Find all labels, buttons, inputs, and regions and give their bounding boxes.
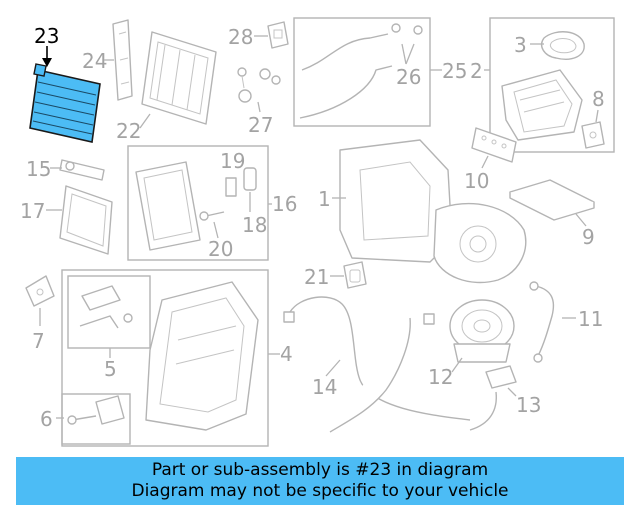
part-12-blower-motor[interactable] — [449, 299, 515, 363]
callout-9: 9 — [582, 225, 595, 249]
leader-9 — [575, 213, 587, 227]
callout-15: 15 — [26, 157, 51, 181]
leader-14 — [325, 359, 341, 377]
leader-12 — [451, 357, 463, 373]
group-box-5 — [67, 275, 151, 349]
part-11-hose[interactable] — [529, 281, 555, 363]
leader-20 — [213, 221, 219, 239]
part-3-gasket[interactable] — [540, 31, 585, 60]
callout-16: 16 — [272, 192, 297, 216]
leader-13 — [507, 387, 517, 397]
part-2-blend-housing[interactable] — [501, 69, 583, 141]
callout-21: 21 — [304, 265, 329, 289]
callout-27: 27 — [248, 113, 273, 137]
callout-14: 14 — [312, 375, 337, 399]
group-box-6 — [61, 393, 131, 445]
part-24-bracket[interactable] — [112, 19, 133, 101]
part-13-resistor[interactable] — [485, 365, 517, 389]
part-14-wiring-harness[interactable] — [283, 296, 497, 433]
callout-12: 12 — [428, 365, 453, 389]
banner-line-1: Part or sub-assembly is #23 in diagram — [151, 460, 489, 480]
part-21-grommet[interactable] — [343, 261, 367, 289]
callout-23: 23 — [34, 24, 59, 48]
callout-11: 11 — [578, 307, 603, 331]
callout-2: 2 — [470, 59, 483, 83]
callout-20: 20 — [208, 237, 233, 261]
part-7-bracket[interactable] — [25, 275, 55, 307]
part-22-evaporator[interactable] — [141, 31, 217, 125]
part-6-actuator[interactable] — [67, 395, 125, 425]
callout-5: 5 — [104, 357, 117, 381]
callout-25: 25 — [442, 59, 467, 83]
callout-22: 22 — [116, 119, 141, 143]
callout-1: 1 — [318, 187, 331, 211]
callout-17: 17 — [20, 199, 45, 223]
leader-27 — [257, 101, 261, 113]
callout-3: 3 — [514, 33, 527, 57]
leader-10 — [481, 155, 489, 169]
group-box-25 — [293, 17, 431, 127]
leader-26b — [405, 43, 415, 65]
callout-6: 6 — [40, 407, 53, 431]
part-8-actuator[interactable] — [581, 121, 605, 149]
part-19-clip[interactable] — [225, 177, 237, 197]
callout-8: 8 — [592, 87, 605, 111]
part-28-connector[interactable] — [267, 21, 289, 49]
group-box-2 — [489, 17, 615, 153]
parts-diagram: 23 24 22 28 27 26 — [20, 17, 615, 447]
part-17-frame[interactable] — [59, 185, 113, 255]
info-banner: Part or sub-assembly is #23 in diagram D… — [16, 457, 624, 505]
callout-7: 7 — [32, 329, 45, 353]
callout-4: 4 — [280, 342, 293, 366]
arrow-23 — [42, 58, 52, 67]
part-16-module[interactable] — [135, 161, 201, 251]
callout-24: 24 — [82, 49, 107, 73]
part-9-cabin-filter[interactable] — [509, 179, 595, 221]
part-15-sensor[interactable] — [59, 159, 105, 181]
group-box-4 — [61, 269, 269, 447]
callout-26: 26 — [396, 65, 421, 89]
callout-19: 19 — [220, 149, 245, 173]
leader-22 — [139, 113, 151, 129]
part-5-linkage[interactable] — [79, 285, 133, 329]
callout-10: 10 — [464, 169, 489, 193]
part-23-heater-core[interactable] — [29, 63, 101, 143]
part-18-sensor[interactable] — [243, 167, 257, 191]
part-27-fasteners[interactable] — [237, 67, 281, 103]
group-box-16 — [127, 145, 269, 261]
part-4-heater-housing[interactable] — [145, 281, 259, 431]
part-20-screw[interactable] — [199, 211, 225, 221]
callout-18: 18 — [242, 213, 267, 237]
part-10-gasket[interactable] — [471, 127, 517, 163]
leader-8 — [595, 109, 599, 123]
callout-28: 28 — [228, 25, 253, 49]
part-1-hvac-case[interactable] — [339, 139, 527, 284]
callout-13: 13 — [516, 393, 541, 417]
part-26-ac-lines[interactable] — [299, 23, 423, 119]
banner-line-2: Diagram may not be specific to your vehi… — [131, 481, 509, 501]
leader-26a — [401, 43, 407, 65]
